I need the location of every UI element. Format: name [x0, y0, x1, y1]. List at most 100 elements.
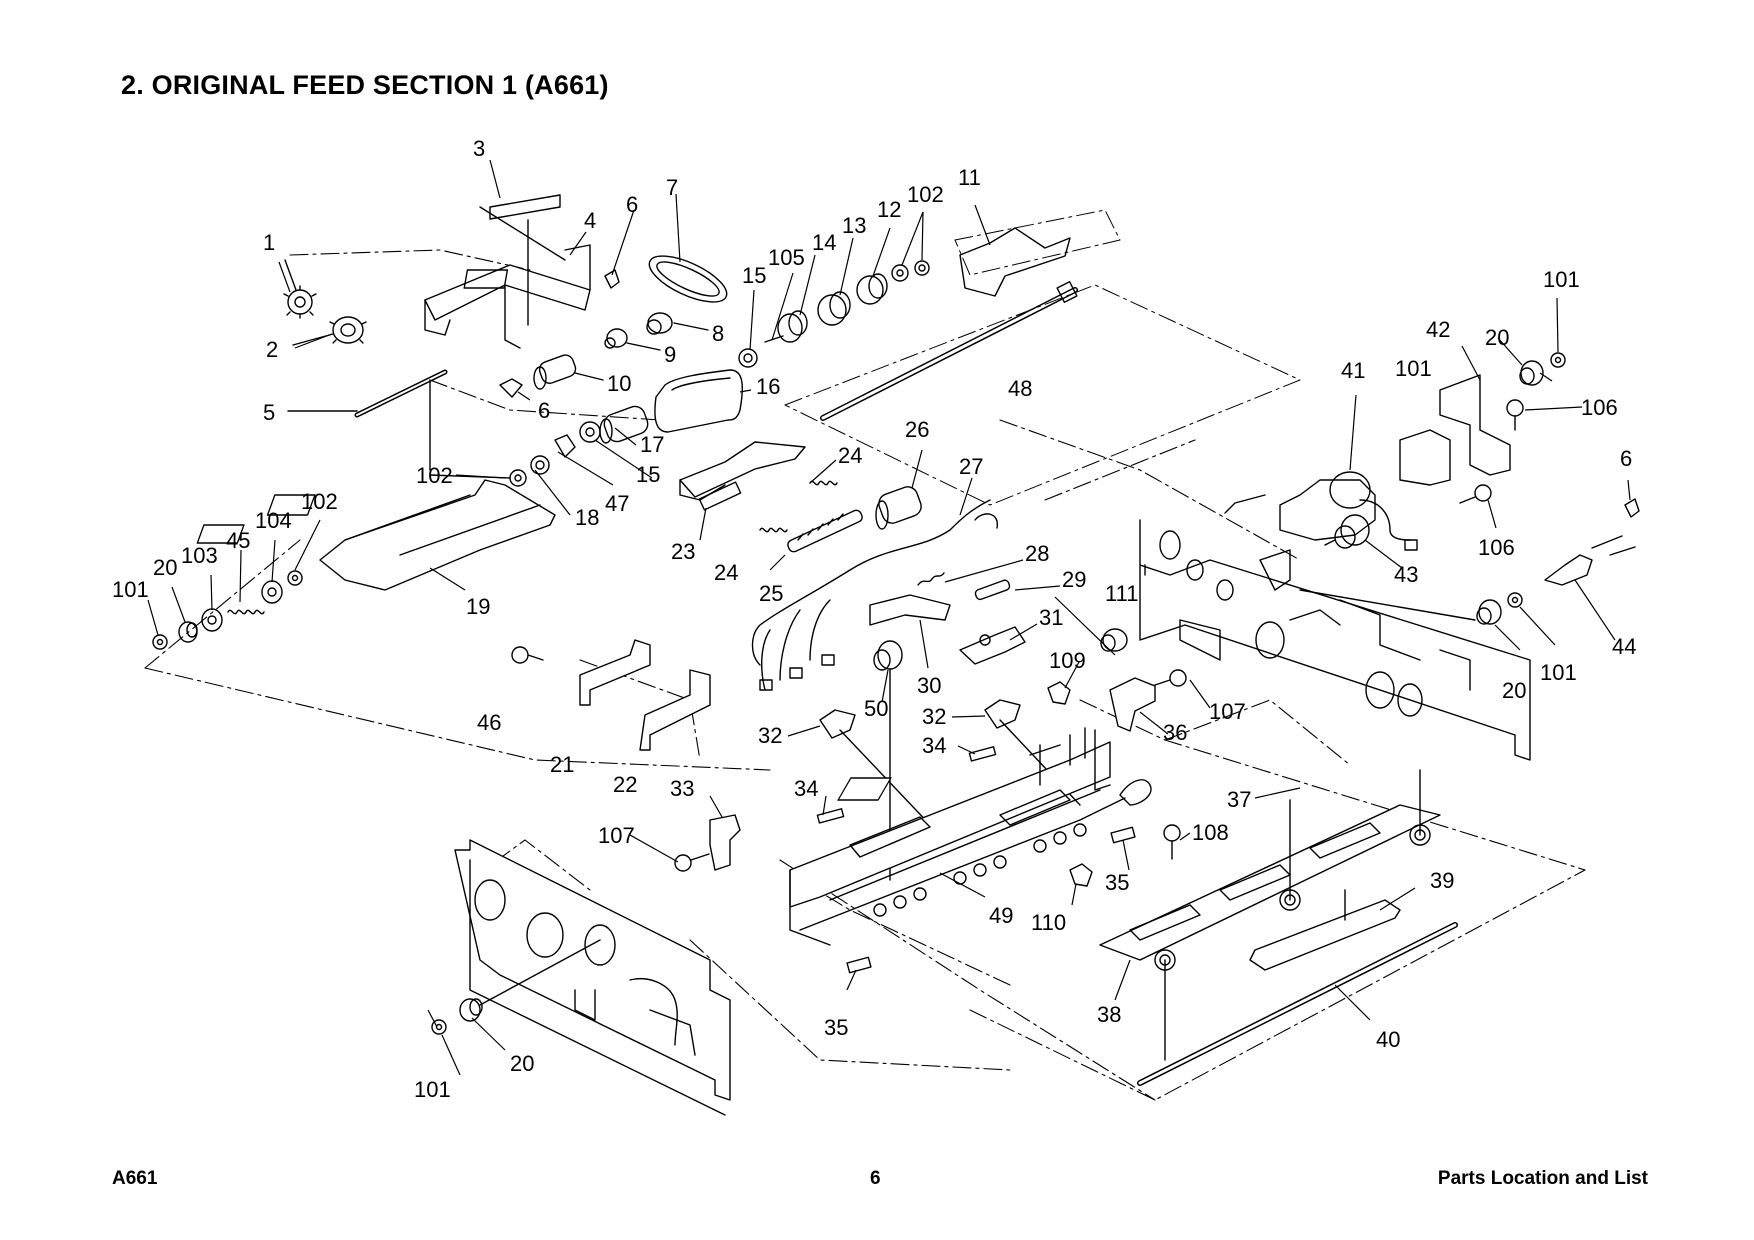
callout: 20: [510, 1051, 534, 1076]
callout: 6: [538, 398, 550, 423]
callout: 47: [605, 491, 629, 516]
callout: 43: [1394, 562, 1418, 587]
callout: 20: [1502, 678, 1526, 703]
page-title: 2. ORIGINAL FEED SECTION 1 (A661): [121, 70, 609, 100]
screw-46: [511, 646, 544, 664]
footer-model-code: A661: [112, 1168, 158, 1189]
callout: 17: [640, 432, 664, 457]
callout: 45: [226, 528, 250, 553]
callout: 38: [1097, 1002, 1121, 1027]
roller-26: [875, 486, 922, 530]
callout: 32: [922, 704, 946, 729]
gear-13: [817, 291, 851, 326]
callout: 5: [263, 400, 275, 425]
drive-gear-1: [283, 285, 317, 319]
callout: 101: [1395, 356, 1432, 381]
footer-page-number: 6: [870, 1168, 881, 1189]
screw-108: [1163, 824, 1181, 860]
left-frame-hardware: [431, 998, 483, 1035]
callout: 44: [1612, 634, 1636, 659]
callout: 42: [1426, 317, 1450, 342]
callout: 4: [584, 208, 596, 233]
callout: 48: [1008, 376, 1032, 401]
callout: 9: [664, 342, 676, 367]
callout: 39: [1430, 868, 1454, 893]
callout: 50: [864, 696, 888, 721]
callout: 13: [842, 213, 866, 238]
bushing-12: [856, 273, 888, 305]
screw-107-left: [674, 853, 710, 872]
callout: 35: [824, 1015, 848, 1040]
callout: 16: [756, 374, 780, 399]
callout: 106: [1581, 395, 1618, 420]
callout: 30: [917, 673, 941, 698]
callout: 3: [473, 136, 485, 161]
callout: 108: [1192, 820, 1229, 845]
callout: 2: [266, 337, 278, 362]
callout: 34: [794, 776, 818, 801]
callout: 28: [1025, 541, 1049, 566]
callout: 11: [958, 165, 981, 190]
callout: 31: [1039, 605, 1063, 630]
callout: 27: [959, 454, 983, 479]
callout: 10: [607, 371, 631, 396]
screw-106-upper: [1506, 399, 1524, 431]
callout: 46: [477, 710, 501, 735]
callout: 40: [1376, 1027, 1400, 1052]
callout: 109: [1049, 648, 1086, 673]
callout: 104: [255, 508, 292, 533]
callout: 102: [416, 463, 453, 488]
ring-102-upper: [891, 260, 930, 282]
callout: 107: [598, 823, 635, 848]
callout: 33: [670, 776, 694, 801]
callout: 24: [838, 443, 862, 468]
pulley-14: [777, 310, 808, 343]
callout: 20: [1485, 325, 1509, 350]
callout: 32: [758, 723, 782, 748]
callout: 101: [1543, 267, 1580, 292]
callout: 107: [1209, 699, 1246, 724]
callout: 22: [613, 772, 637, 797]
callout: 6: [1620, 446, 1632, 471]
callout: 14: [812, 230, 836, 255]
callout: 101: [1540, 660, 1577, 685]
gear-20-upper: [1519, 360, 1544, 386]
screw-106-lower: [1459, 484, 1492, 504]
drive-gear-2: [329, 316, 367, 344]
roller-50: [873, 640, 903, 671]
callout: 103: [181, 543, 218, 568]
callout: 102: [301, 489, 338, 514]
callout: 106: [1478, 535, 1515, 560]
callout: 20: [153, 555, 177, 580]
callout: 15: [636, 462, 660, 487]
pulley-9: [604, 328, 628, 349]
callout: 18: [575, 505, 599, 530]
roller-10: [533, 354, 577, 390]
callout: 34: [922, 733, 946, 758]
gear-43: [1324, 514, 1370, 549]
callout: 49: [989, 903, 1013, 928]
callout: 110: [1031, 910, 1066, 935]
callout: 29: [1062, 567, 1086, 592]
callout: 6: [626, 192, 638, 217]
screw-107-right: [1151, 669, 1187, 687]
callout: 111: [1105, 581, 1138, 606]
callout: 15: [742, 263, 766, 288]
callout: 41: [1341, 358, 1365, 383]
callout: 37: [1227, 787, 1251, 812]
callout: 105: [768, 245, 805, 270]
callout: 19: [466, 594, 490, 619]
callout: 21: [550, 752, 574, 777]
callout: 36: [1163, 720, 1187, 745]
callout: 101: [414, 1077, 451, 1102]
gear-20-right: [1476, 599, 1502, 625]
callout: 101: [112, 577, 149, 602]
bushing-111: [1100, 628, 1128, 652]
callout: 25: [759, 581, 783, 606]
footer-section-name: Parts Location and List: [1437, 1168, 1648, 1189]
left-hardware-stack: [152, 570, 303, 650]
callout: 7: [666, 175, 678, 200]
callout: 8: [712, 321, 724, 346]
callout: 23: [671, 539, 695, 564]
